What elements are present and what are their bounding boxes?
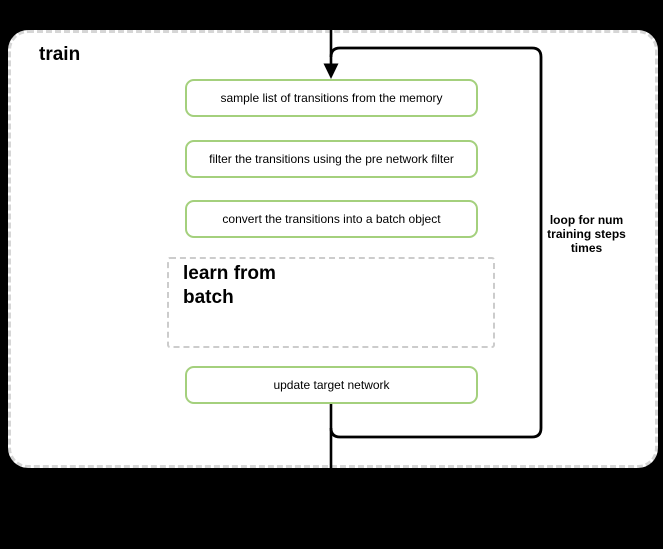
- subprocess-learn-from-batch: learn from batch: [167, 257, 495, 348]
- step-sample-transitions: sample list of transitions from the memo…: [185, 79, 478, 117]
- subprocess-label: learn from batch: [183, 263, 276, 309]
- step-update-target-network: update target network: [185, 366, 478, 404]
- step-label: update target network: [273, 378, 390, 392]
- step-label: sample list of transitions from the memo…: [220, 91, 443, 105]
- loop-annotation: loop for num training steps times: [536, 213, 637, 255]
- loop-annotation-line: loop for num: [549, 213, 624, 227]
- loop-annotation-line: times: [570, 241, 603, 255]
- loop-annotation-line: training steps: [547, 227, 626, 241]
- step-filter-transitions: filter the transitions using the pre net…: [185, 140, 478, 178]
- step-label: filter the transitions using the pre net…: [209, 152, 454, 166]
- step-label: convert the transitions into a batch obj…: [222, 212, 441, 226]
- step-convert-to-batch: convert the transitions into a batch obj…: [185, 200, 478, 238]
- train-group-title: train: [39, 44, 81, 65]
